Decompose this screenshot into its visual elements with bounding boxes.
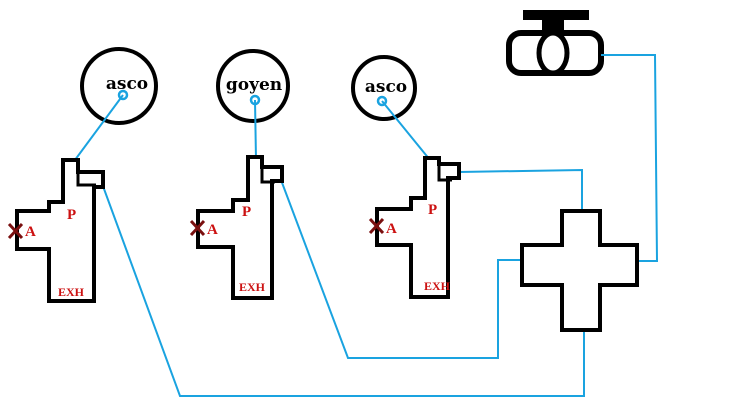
valve-1-port-p: P (67, 207, 76, 223)
gauge-1: asco (80, 47, 158, 125)
valve-3-port-a: A (386, 221, 397, 237)
tube-gauge-1 (71, 94, 124, 165)
x-mark-icon (189, 219, 206, 237)
valve-1: P A EXH (7, 158, 105, 303)
cylinder-actuator-icon (506, 10, 604, 76)
valve-3-port-p: P (428, 202, 437, 218)
valve-2-port-p: P (242, 204, 251, 220)
cross-junction-icon (520, 209, 639, 332)
gauge-3-label: asco (365, 77, 407, 97)
tube-valve-3-to-manifold (458, 168, 583, 212)
valve-2-port-exh: EXH (239, 280, 266, 294)
valve-2-port-a: A (207, 222, 218, 238)
valve-2: P A EXH (189, 155, 284, 300)
gauge-3: asco (351, 55, 417, 121)
tube-valve-2-to-manifold (277, 171, 522, 359)
tubing (71, 54, 659, 397)
gauge-2: goyen (216, 49, 290, 123)
valve-1-port-exh: EXH (58, 285, 85, 299)
valve-3-port-exh: EXH (424, 279, 451, 293)
tube-gauge-3 (381, 100, 431, 161)
tube-valve-1-to-manifold (99, 177, 585, 397)
x-mark-icon (7, 222, 24, 240)
gauge-1-label: asco (106, 74, 148, 94)
valve-3: P A EXH (368, 156, 461, 299)
gauge-2-label: goyen (226, 75, 282, 95)
tube-manifold-to-actuator (601, 54, 659, 262)
tube-gauge-2 (254, 99, 257, 161)
valve-1-port-a: A (25, 224, 36, 240)
x-mark-icon (368, 217, 385, 235)
